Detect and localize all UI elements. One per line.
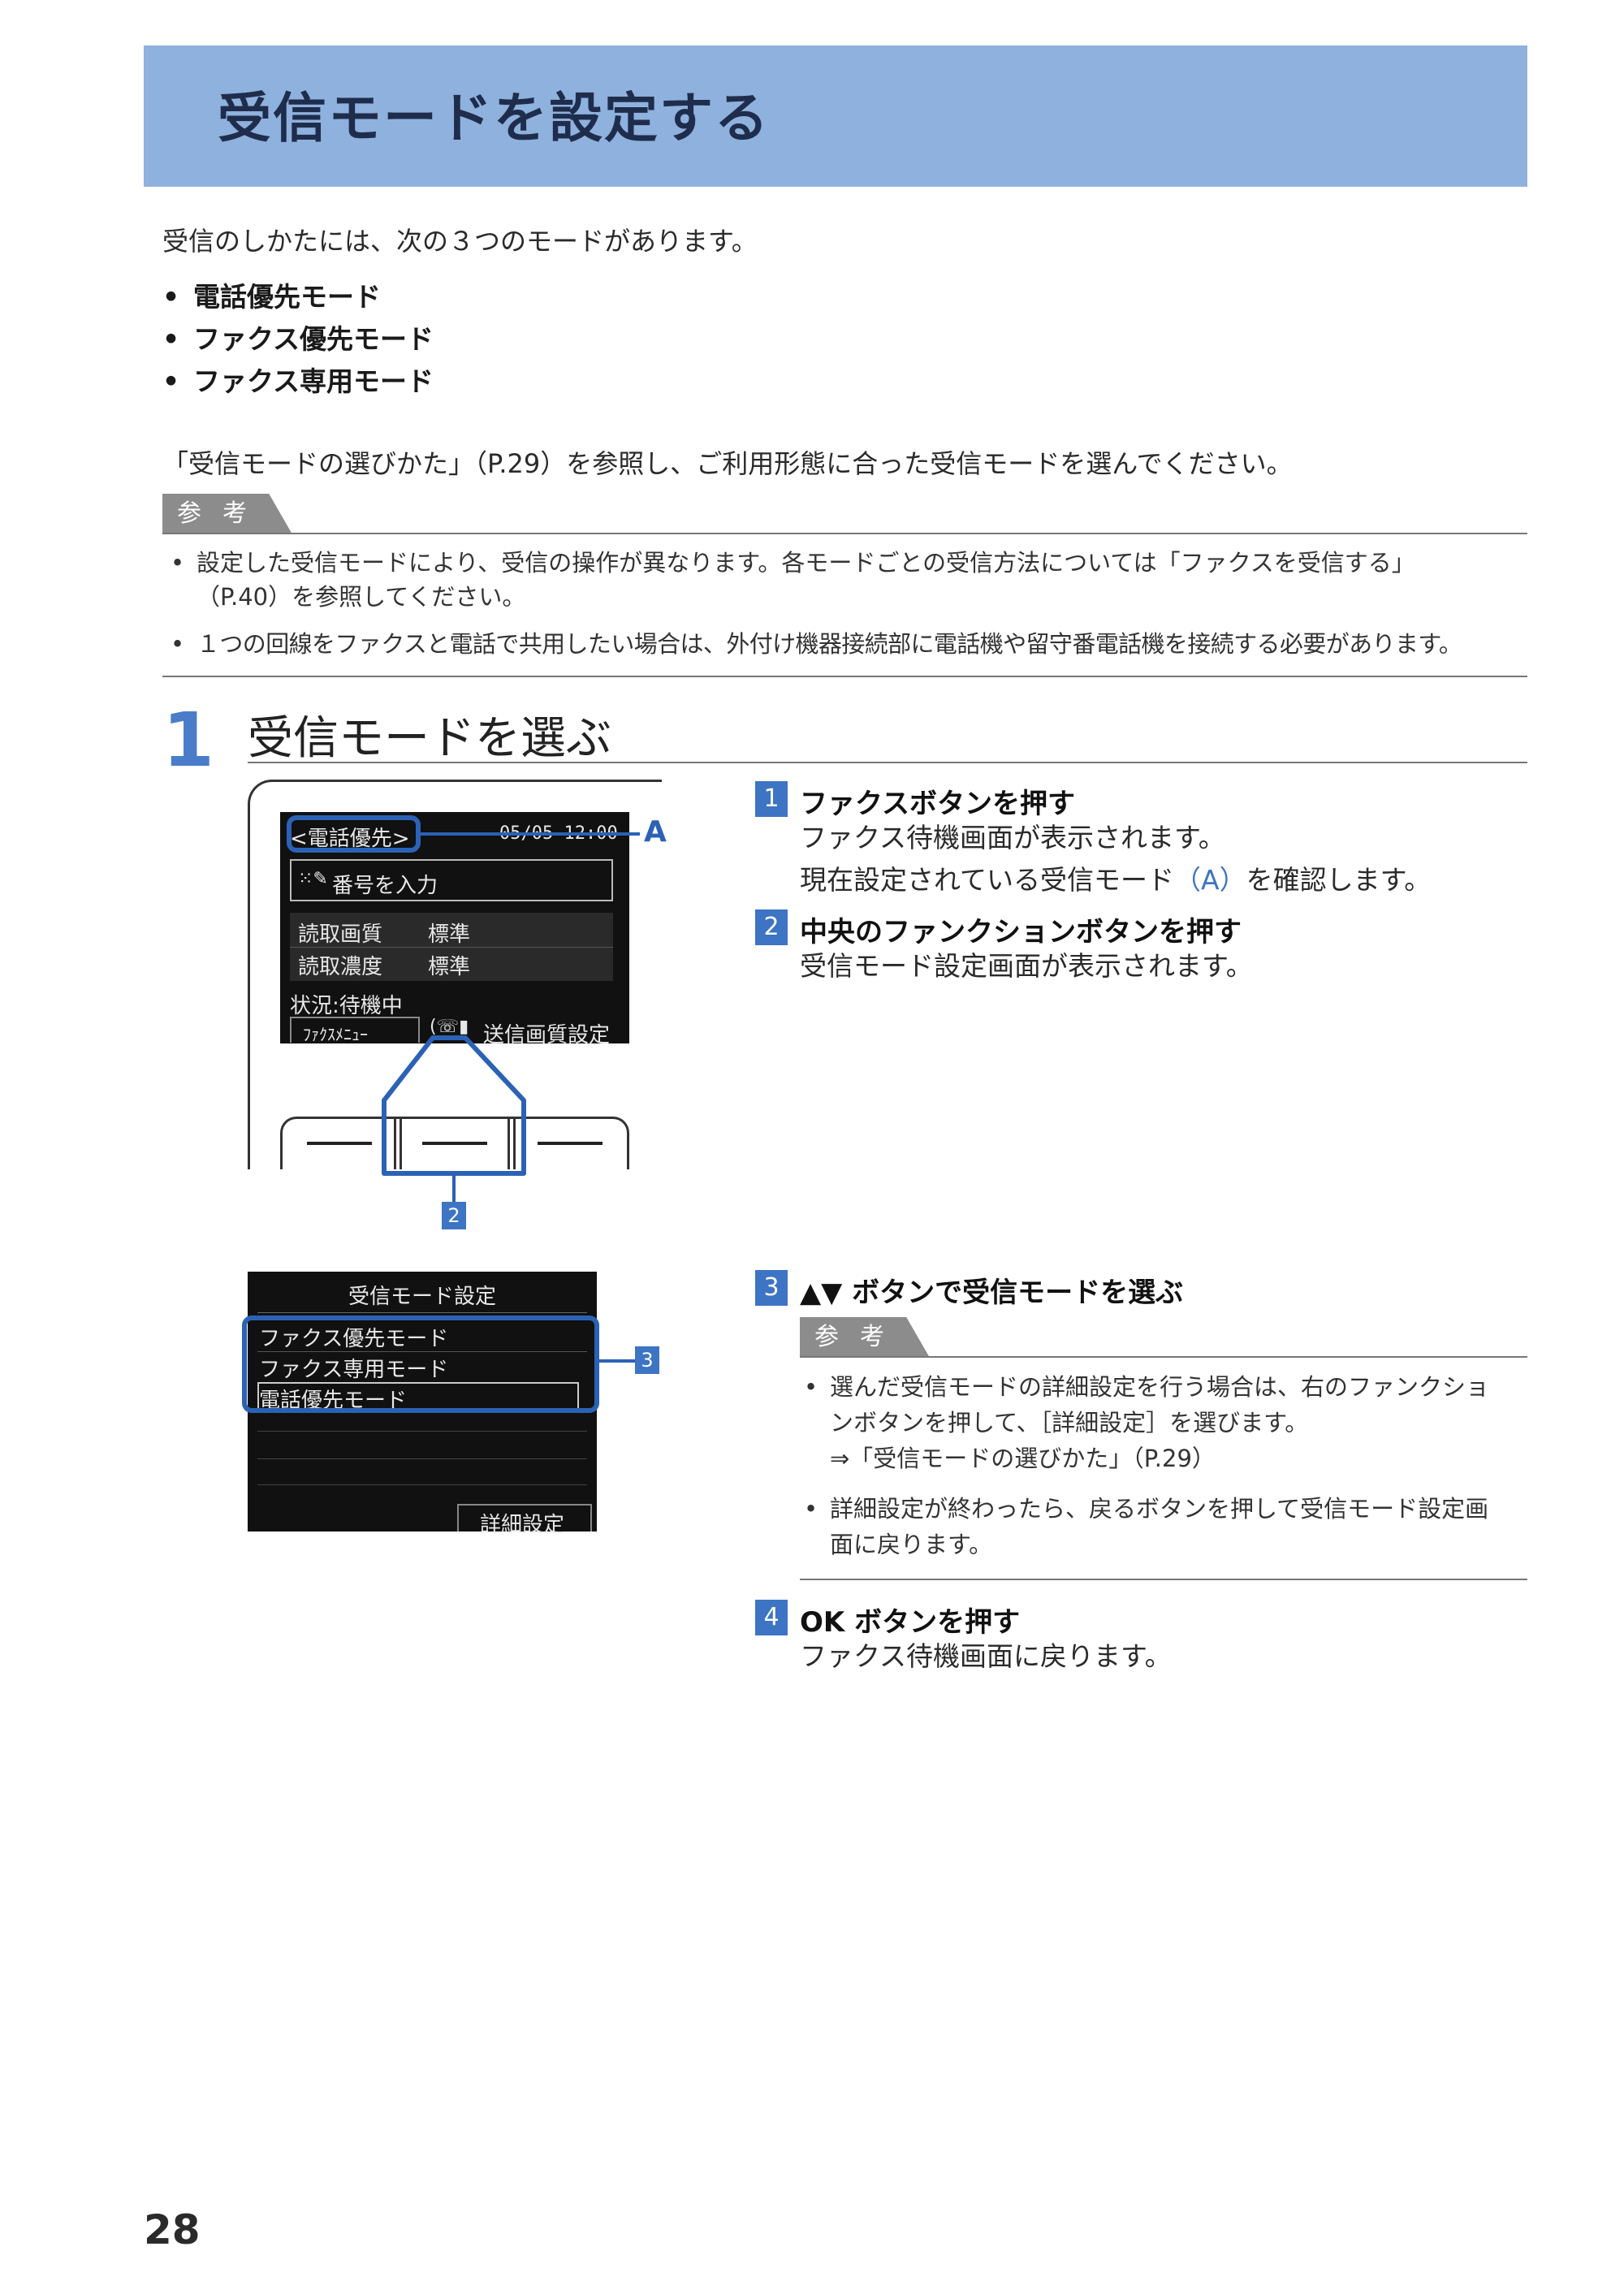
- function-button-left[interactable]: [280, 1117, 402, 1169]
- status-text: 状況:待機中: [290, 994, 403, 1018]
- page-number: 28: [144, 2206, 201, 2253]
- callout-label-a: A: [644, 815, 667, 849]
- keypad-icon: ⁙✎: [298, 869, 328, 889]
- step3-note-rule-top: [800, 1356, 1527, 1358]
- note-rule-top: [162, 533, 1527, 534]
- section-heading: 受信モードを選ぶ: [248, 712, 611, 765]
- intro-text: 受信のしかたには、次の３つのモードがあります。: [162, 226, 758, 257]
- step3-note-item: • 詳細設定が終わったら、戻るボタンを押して受信モード設定画 面に戻ります。: [804, 1495, 1489, 1558]
- detail-settings-label: 詳細設定: [480, 1513, 565, 1537]
- step-desc-2: 受信モード設定画面が表示されます。: [800, 950, 1253, 982]
- mode-callout: [287, 815, 421, 853]
- step3-note-label: 参考: [800, 1317, 930, 1358]
- receive-mode-icon: (☏▮: [430, 1017, 469, 1037]
- send-quality-label: 送信画質設定: [483, 1023, 611, 1048]
- section-rule: [248, 762, 1527, 763]
- device-illustration: <電話優先> 05/05 12:00 ⁙✎ 番号を入力 読取画質 標準 読取濃度…: [248, 780, 667, 1229]
- function-button-right[interactable]: [508, 1117, 629, 1169]
- step-badge-1: 1: [755, 781, 788, 817]
- function-button-center[interactable]: [394, 1117, 516, 1169]
- step-title-2: 中央のファンクションボタンを押す: [800, 916, 1242, 948]
- number-input[interactable]: ⁙✎ 番号を入力: [290, 859, 613, 901]
- section-number: 1: [162, 697, 215, 784]
- note-label: 参考: [162, 494, 292, 534]
- mode-item: •ファクス専用モード: [162, 365, 434, 397]
- mode-item: •電話優先モード: [162, 281, 381, 313]
- mode-list: •電話優先モード •ファクス優先モード •ファクス専用モード: [162, 276, 434, 403]
- step-title-3: ▲▼ ボタンで受信モードを選ぶ: [800, 1277, 1184, 1309]
- options-badge-3: 3: [635, 1346, 659, 1374]
- reference-line: 「受信モードの選びかた」（P.29）を参照し、ご利用形態に合った受信モードを選ん…: [162, 448, 1293, 479]
- step3-note-rule-bottom: [800, 1579, 1527, 1580]
- option-fax-priority[interactable]: ファクス優先モード: [259, 1327, 449, 1351]
- step-title-4: OK ボタンを押す: [800, 1606, 1021, 1639]
- callout-line-a: [421, 832, 640, 836]
- settings-title: 受信モード設定: [348, 1285, 496, 1309]
- step-desc-1: ファクス待機画面が表示されます。: [800, 822, 1225, 853]
- options-callout: [242, 1315, 599, 1413]
- button-badge-2: 2: [442, 1202, 466, 1229]
- note-rule-bottom: [162, 676, 1527, 677]
- center-button-callout: [382, 1035, 526, 1202]
- callout-line-3: [599, 1359, 635, 1363]
- step-desc-4: ファクス待機画面に戻ります。: [800, 1640, 1172, 1672]
- mode-item: •ファクス優先モード: [162, 323, 434, 355]
- step-badge-3: 3: [755, 1270, 788, 1306]
- receive-mode-settings-screen: 受信モード設定 ファクス優先モード ファクス専用モード 電話優先モード 詳細設定: [248, 1272, 597, 1537]
- page-title: 受信モードを設定する: [218, 87, 770, 149]
- header-bar: [144, 45, 1527, 187]
- option-fax-only[interactable]: ファクス専用モード: [259, 1358, 449, 1382]
- step-badge-4: 4: [755, 1600, 788, 1635]
- note-item: • １つの回線をファクスと電話で共用したい場合は、外付け機器接続部に電話機や留守…: [171, 630, 1462, 658]
- step3-note-item: • 選んだ受信モードの詳細設定を行う場合は、右のファンクショ ンボタンを押して、…: [804, 1373, 1490, 1472]
- fax-menu-label: ﾌｧｸｽﾒﾆｭｰ: [303, 1025, 368, 1044]
- receive-mode-label: <電話優先>: [290, 827, 410, 851]
- step-badge-2: 2: [755, 909, 788, 945]
- step-desc-1b: 現在設定されている受信モード（A）を確認します。: [800, 864, 1432, 896]
- note-item: • 設定した受信モードにより、受信の操作が異なります。各モードごとの受信方法につ…: [171, 549, 1415, 611]
- step-title-1: ファクスボタンを押す: [800, 788, 1075, 820]
- settings-rows: 読取画質 標準 読取濃度 標準: [290, 913, 613, 981]
